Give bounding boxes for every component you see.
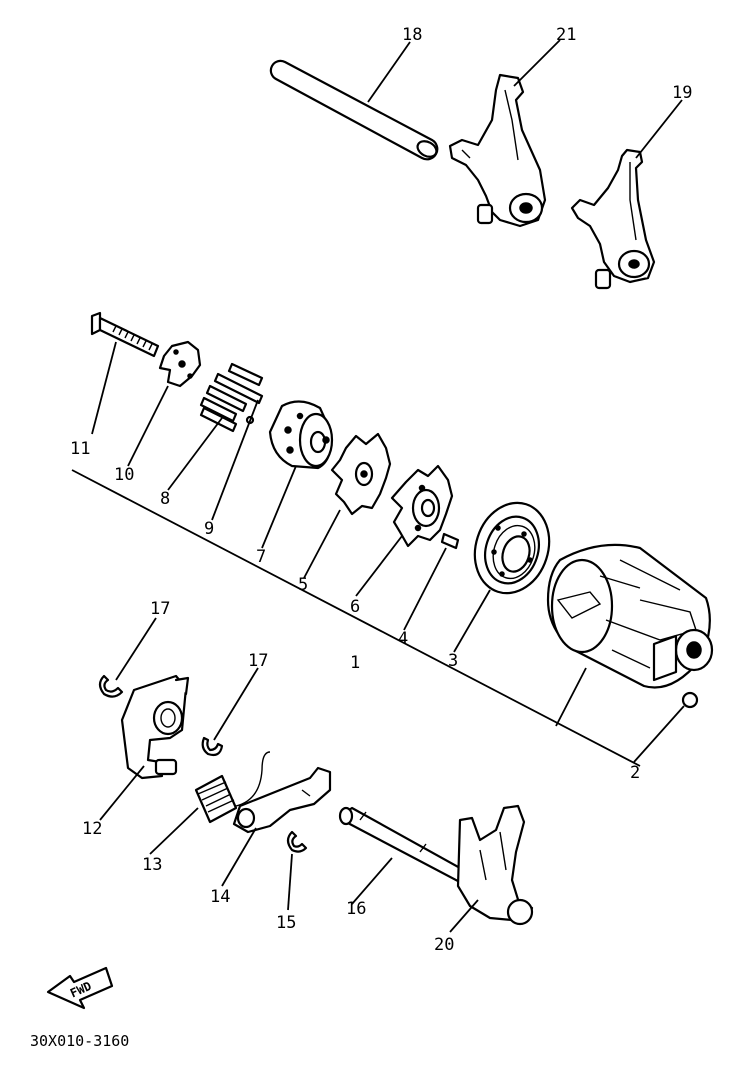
callout-13: 13 bbox=[142, 855, 162, 875]
part-11-bolt bbox=[90, 311, 160, 358]
callout-4: 4 bbox=[398, 629, 408, 649]
callout-21: 21 bbox=[556, 25, 576, 45]
callout-1: 1 bbox=[350, 653, 360, 673]
part-12-lever bbox=[120, 674, 190, 780]
part-20-shift-fork bbox=[456, 804, 534, 926]
part-17-circlip-lower bbox=[201, 736, 224, 757]
callout-10: 10 bbox=[114, 465, 134, 485]
part-8-pins bbox=[199, 396, 238, 433]
callout-20: 20 bbox=[434, 935, 454, 955]
part-14-stopper-lever bbox=[232, 766, 332, 834]
callout-5: 5 bbox=[298, 575, 308, 595]
callout-17-lower: 17 bbox=[248, 651, 268, 671]
callout-7: 7 bbox=[256, 547, 266, 567]
part-15-circlip bbox=[286, 830, 308, 853]
callout-6: 6 bbox=[350, 597, 360, 617]
fwd-arrow-icon: FWD bbox=[46, 966, 114, 1010]
part-5-star-plate bbox=[330, 432, 392, 516]
part-17-circlip-upper bbox=[98, 674, 124, 698]
part-4-dowel-pin bbox=[440, 532, 460, 550]
callout-19: 19 bbox=[672, 83, 692, 103]
diagram-part-code: 30X010-3160 bbox=[30, 1032, 129, 1050]
part-3-bearing bbox=[473, 501, 551, 595]
callout-3: 3 bbox=[448, 651, 458, 671]
callout-14: 14 bbox=[210, 887, 230, 907]
part-19-shift-fork bbox=[570, 148, 656, 290]
part-18-guide-bar bbox=[269, 59, 439, 161]
callout-18: 18 bbox=[402, 25, 422, 45]
callout-16: 16 bbox=[346, 899, 366, 919]
part-7-segment-drum bbox=[268, 400, 334, 470]
callout-17-upper: 17 bbox=[150, 599, 170, 619]
part-10-segment bbox=[158, 340, 202, 388]
callout-9: 9 bbox=[204, 519, 214, 539]
part-13-spring bbox=[194, 751, 271, 824]
callout-8: 8 bbox=[160, 489, 170, 509]
callout-11: 11 bbox=[70, 439, 90, 459]
callout-labels: 18 21 19 11 10 8 9 7 5 6 1 4 3 2 17 17 1… bbox=[70, 25, 692, 955]
callout-12: 12 bbox=[82, 819, 102, 839]
callout-2: 2 bbox=[630, 763, 640, 783]
leader-lines bbox=[91, 39, 685, 933]
part-6-star-plate bbox=[390, 464, 454, 548]
assembly-bracket bbox=[71, 469, 641, 767]
part-9-pins bbox=[205, 362, 264, 425]
part-21-shift-fork bbox=[448, 73, 547, 228]
callout-15: 15 bbox=[276, 913, 296, 933]
part-2-shift-drum bbox=[546, 543, 714, 709]
